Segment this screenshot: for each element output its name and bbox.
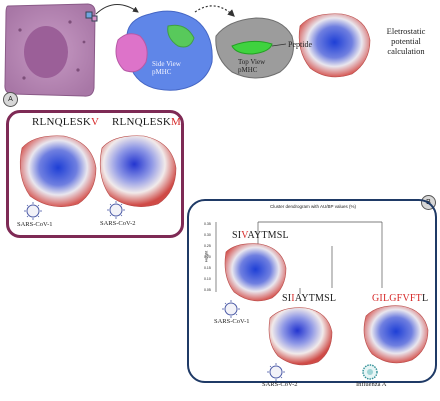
virus-icon-sars2-a xyxy=(107,201,125,219)
panel-b-seq3-p2: LGFVF xyxy=(382,293,416,304)
top-view-label: Top View pMHC xyxy=(238,58,266,74)
side-view-label: Side View pMHC xyxy=(152,60,181,76)
dendrogram-title: Cluster dendrogram with AU/BP values (%) xyxy=(270,204,356,209)
cell-illustration xyxy=(4,3,98,97)
panel-b-seq2-p2: AYTMSL xyxy=(294,293,337,304)
panel-b-seq1-mutation: V xyxy=(241,230,248,241)
panel-a-surface-1 xyxy=(19,135,97,207)
panel-a-seq2-mutation: M xyxy=(171,116,182,128)
panel-b-virus2-label: SARS-CoV-2 xyxy=(262,381,298,388)
ytick: 0.05 xyxy=(204,288,211,292)
panel-b-seq3-mutation: I xyxy=(379,293,383,304)
panel-b-surface-1 xyxy=(224,243,287,302)
panel-a-seq2: RLNQLESKM xyxy=(112,116,181,128)
virus-icon-sars1-b xyxy=(222,300,240,318)
panel-a-surface-2 xyxy=(99,135,177,207)
dendrogram-lines xyxy=(215,221,383,294)
ytick: 0.30 xyxy=(204,233,211,237)
peptide-label: Peptide xyxy=(288,40,312,49)
panel-b-seq3-p3: L xyxy=(421,293,429,304)
panel-b-seq1-p2: AYTMSL xyxy=(247,230,289,241)
ytick: 0.25 xyxy=(204,244,211,248)
panel-b-seq2: SIIAYTMSL xyxy=(282,293,336,304)
ytick: 0.15 xyxy=(204,266,211,270)
panel-b-seq2-p1: SI xyxy=(282,293,292,304)
panel-b-seq3-p1: G xyxy=(372,293,380,304)
side-view-pmhc-structure xyxy=(115,10,213,91)
panel-b-surface-3 xyxy=(363,305,429,364)
panel-a-seq2-prefix: RLNQLESK xyxy=(112,116,172,128)
ytick: 0.20 xyxy=(204,255,211,259)
panel-a-seq1-mutation: V xyxy=(91,116,100,128)
panel-a-seq1-prefix: RLNQLESK xyxy=(32,116,92,128)
panel-b-surface-2 xyxy=(268,307,333,366)
virus-icon-influenza xyxy=(362,364,378,380)
electrostatic-label: Eletrostatic potential calculation xyxy=(386,26,426,56)
dendrogram-yticks: 0.35 0.30 0.25 0.20 0.15 0.10 0.05 xyxy=(204,222,216,294)
panel-a-seq1: RLNQLESKV xyxy=(32,116,99,128)
arrow-cell-to-side xyxy=(95,4,139,15)
panel-a-virus2-label: SARS-CoV-2 xyxy=(100,220,136,227)
panel-b-virus3-label: Influenza A xyxy=(356,381,387,388)
ytick: 0.35 xyxy=(204,222,211,226)
panel-a-virus1-label: SARS-CoV-1 xyxy=(17,221,53,228)
panel-b-virus1-label: SARS-CoV-1 xyxy=(214,318,250,325)
panel-b-seq2-mutation: I xyxy=(291,293,295,304)
panel-b-seq3-mutation2: T xyxy=(415,293,422,304)
top-view-pmhc-structure xyxy=(215,17,294,79)
panel-a-frame xyxy=(6,110,184,238)
panel-b-frame xyxy=(187,199,437,383)
panel-b-seq1: SIVAYTMSL xyxy=(232,230,289,241)
virus-icon-sars1-a xyxy=(24,202,42,220)
virus-icon-sars2-b xyxy=(267,363,285,381)
panel-b-seq1-p1: SI xyxy=(232,230,242,241)
arrow-side-to-top xyxy=(194,5,235,17)
ytick: 0.10 xyxy=(204,277,211,281)
electrostatic-surface-top xyxy=(298,13,371,78)
panel-b-seq3: GILGFVFTL xyxy=(372,293,428,304)
panel-a-badge: A xyxy=(3,92,18,107)
